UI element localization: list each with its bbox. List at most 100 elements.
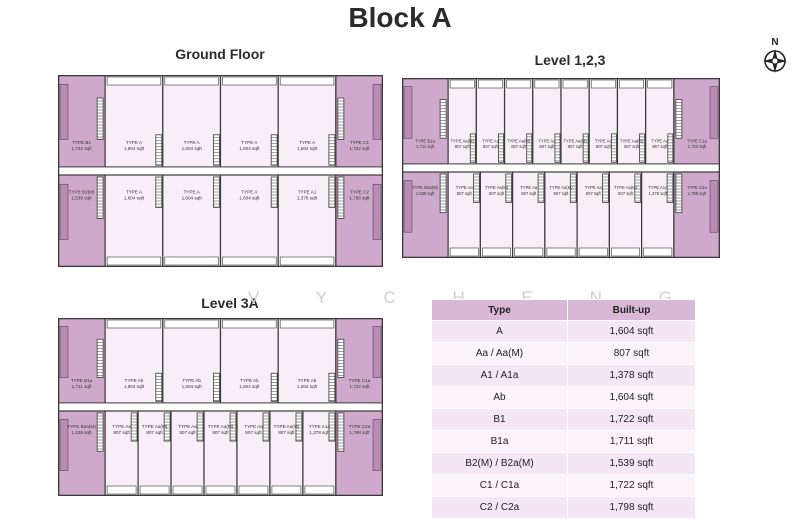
unit-area-label: 1,722 sqft — [349, 146, 370, 151]
unit-type-label: TYPE Aa — [456, 185, 474, 190]
stair-icon — [262, 412, 270, 442]
stair-icon — [295, 412, 303, 442]
unit-type-label: TYPE A — [126, 140, 143, 145]
table-cell-builtup: 1,722 sqft — [567, 474, 696, 497]
window-strip — [562, 79, 588, 89]
ground-top-unit-3: TYPE A1,604 sqft — [219, 75, 279, 168]
level3a-bottom-unit-6: TYPE Aa(M)807 sqft — [269, 410, 304, 496]
stair-icon — [229, 412, 237, 442]
compass-label: N — [771, 37, 778, 48]
unit-block — [447, 171, 481, 258]
unit-type-label: TYPE Aa(M) — [451, 139, 475, 144]
unit-area-label: 1,539 sqft — [71, 430, 92, 435]
unit-area-label: 1,798 sqft — [688, 191, 707, 196]
end-balcony — [59, 419, 69, 471]
unit-type-label: TYPE A1a — [309, 424, 331, 429]
table-cell-type: Ab — [431, 386, 568, 409]
unit-type-label: TYPE A — [241, 140, 258, 145]
unit-type-label: TYPE B1a — [71, 378, 93, 383]
unit-block — [104, 75, 164, 168]
stair-icon — [155, 372, 163, 402]
stair-icon — [163, 412, 171, 442]
unit-type-label: TYPE C1a — [687, 139, 707, 144]
ground-bottom-unit-2: TYPE A1,604 sqft — [162, 174, 222, 267]
north-arrow-icon: N — [758, 34, 792, 74]
unit-area-label: 807 sqft — [278, 430, 295, 435]
window-strip — [106, 319, 162, 329]
level3a-top-unit-3: TYPE Ab1,604 sqft — [219, 318, 279, 404]
unit-area-label: 1,378 sqft — [309, 430, 330, 435]
stair-icon — [337, 176, 345, 219]
end-balcony — [59, 326, 69, 378]
stair-icon — [196, 412, 204, 442]
unit-block — [219, 75, 279, 168]
level123-top-unit-7: TYPE Aa(M)807 sqft — [616, 78, 647, 165]
unit-type-label: TYPE Aa — [651, 139, 669, 144]
table-cell-type: B1a — [431, 430, 568, 453]
end-balcony — [372, 83, 382, 140]
window-strip — [106, 485, 137, 495]
unit-type-label: TYPE C1 — [350, 140, 370, 145]
unit-area-label: 807 sqft — [455, 144, 471, 149]
unit-block — [219, 318, 279, 404]
stair-icon — [498, 133, 504, 163]
ground-top-unit-5: TYPE C11,722 sqft — [335, 75, 383, 168]
stair-icon — [270, 372, 278, 402]
unit-area-label: 1,378 sqft — [297, 196, 318, 201]
window-strip — [205, 485, 236, 495]
table-cell-type: Aa / Aa(M) — [431, 342, 568, 365]
unit-area-label: 807 sqft — [146, 430, 163, 435]
level123-top-unit-3: TYPE Aa(M)807 sqft — [503, 78, 534, 165]
unit-type-label: TYPE B1 — [72, 140, 91, 145]
unit-type-label: TYPE B1a — [415, 139, 435, 144]
unit-area-label: 1,539 sqft — [416, 191, 435, 196]
end-balcony — [59, 83, 69, 140]
unit-area-label: 1,722 sqft — [349, 384, 370, 389]
level-123-title: Level 1,2,3 — [534, 52, 606, 68]
table-row: Aa / Aa(M)807 sqft — [431, 342, 696, 365]
stair-icon — [634, 173, 642, 203]
window-strip — [238, 485, 269, 495]
unit-area-label: 807 sqft — [212, 430, 229, 435]
stair-icon — [473, 173, 480, 203]
stair-icon — [469, 133, 476, 163]
stair-icon — [610, 133, 617, 163]
plan-outline — [58, 75, 383, 267]
unit-type-label: TYPE A — [184, 140, 201, 145]
unit-area-label: 807 sqft — [113, 430, 130, 435]
unit-area-label: 1,711 sqft — [416, 144, 435, 149]
corridor — [58, 166, 383, 176]
level123-top-unit-1: TYPE Aa(M)807 sqft — [447, 78, 477, 165]
unit-area-label: 807 sqft — [652, 144, 668, 149]
window-strip — [271, 485, 302, 495]
unit-type-label: TYPE B2(M) — [69, 189, 95, 194]
window-strip — [106, 256, 162, 266]
window-strip — [304, 485, 335, 495]
unit-area-label: 1,604 sqft — [124, 196, 145, 201]
window-strip — [478, 79, 503, 89]
table-cell-type: A1 / A1a — [431, 364, 568, 387]
unit-block — [104, 174, 164, 267]
table-cell-builtup: 807 sqft — [567, 342, 696, 365]
window-strip — [139, 485, 170, 495]
table-header-row: Type Built-up — [431, 299, 696, 321]
stair-icon — [213, 372, 220, 402]
unit-block — [277, 174, 337, 267]
window-strip — [449, 79, 475, 89]
unit-type-label: TYPE Ab — [240, 378, 259, 383]
unit-area-label: 1,604 sqft — [182, 146, 203, 151]
unit-area-label: 1,798 sqft — [349, 196, 370, 201]
